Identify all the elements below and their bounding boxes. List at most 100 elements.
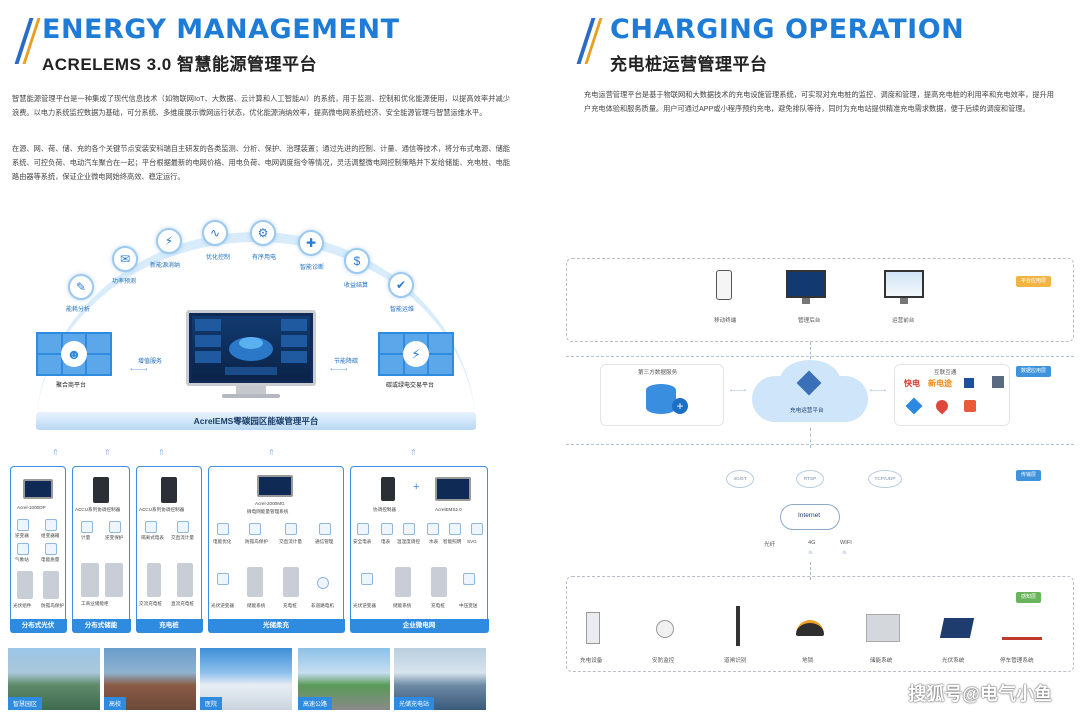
building-icon bbox=[992, 376, 1004, 388]
charger-icon bbox=[431, 567, 447, 597]
energy-saving-label: 节能降碳 bbox=[334, 359, 359, 365]
card-item-label: 智能照明 bbox=[443, 539, 462, 544]
layer-divider bbox=[566, 356, 1074, 357]
camera-icon bbox=[656, 620, 674, 638]
card-enterprise-microgrid: 协调控制器 + AcrelEMS2.0 安全电表 电表 温湿度调控 水表 智能照… bbox=[349, 466, 489, 633]
card-item-label: 通信管理 bbox=[315, 539, 334, 544]
card-item-label: Acrel-2000MG bbox=[255, 501, 285, 506]
admin-monitor-icon bbox=[786, 270, 826, 298]
charging-title-en: CHARGING OPERATION bbox=[610, 14, 965, 45]
storage-container-icon bbox=[866, 614, 900, 642]
ac-charger-icon bbox=[147, 563, 161, 597]
connector-line bbox=[810, 342, 811, 364]
device-screen bbox=[257, 475, 293, 497]
controller-device bbox=[381, 477, 395, 501]
photo-smart-park: 智慧园区 bbox=[8, 648, 100, 710]
meter-icon bbox=[381, 523, 393, 535]
charging-intro-paragraph: 充电运营管理平台是基于物联网和大数据技术的充电设施管理系统，可实现对充电桩的监控… bbox=[584, 90, 1054, 113]
card-item-label: 储能系统 bbox=[247, 603, 266, 608]
protocol-oval: 4G/5T bbox=[726, 470, 754, 488]
protocol-oval: TCP/UDP bbox=[868, 470, 902, 488]
photo-caption: 智慧园区 bbox=[8, 697, 43, 710]
motor-icon bbox=[317, 577, 329, 589]
card-item-label: 交直流计量 bbox=[171, 535, 194, 540]
card-item-label: 计量 bbox=[81, 535, 91, 540]
card-item-label: 非道路电机 bbox=[311, 603, 334, 608]
protection-icon bbox=[249, 523, 261, 535]
users-icon: ☻ bbox=[61, 341, 87, 367]
link-label: WIFI bbox=[840, 540, 852, 546]
bubble-label: 功率预测 bbox=[112, 279, 137, 285]
card-item-label: 交直流计量 bbox=[279, 539, 302, 544]
card-distributed-storage: ACCU系列协调控制器 计量 逆变保护 工商业储能柜 分布式储能 bbox=[71, 466, 131, 633]
dashboard-monitor bbox=[186, 310, 316, 386]
device-label: 充电设备 bbox=[580, 658, 603, 664]
link-label: 4G bbox=[808, 540, 816, 546]
interconnect-box bbox=[894, 364, 1010, 426]
power-icon bbox=[217, 523, 229, 535]
protocol-oval: RTSP bbox=[796, 470, 824, 488]
weather-icon bbox=[17, 543, 29, 555]
up-arrow-icon: ⇑ bbox=[410, 448, 417, 457]
card-item-label: ACCU系列协调控制器 bbox=[139, 507, 185, 512]
energy-intro-paragraph: 智慧能源管理平台是一种集成了现代信息技术（如物联网IoT、大数据、云计算和人工智… bbox=[12, 94, 510, 117]
link-label: 光纤 bbox=[764, 542, 776, 548]
card-item-label: 充电桩 bbox=[431, 603, 445, 608]
revenue-icon: $ bbox=[344, 248, 370, 274]
card-item-label: 光伏组件 bbox=[13, 603, 32, 608]
card-item-label: 光伏逆变器 bbox=[211, 603, 234, 608]
wifi-icon: ≋ bbox=[842, 550, 847, 556]
solar-panel-icon bbox=[939, 618, 975, 638]
photo-hospital: 医院 bbox=[200, 648, 292, 710]
card-footer: 光储柔充 bbox=[207, 618, 345, 633]
energy-title-cn: ACRELEMS 3.0 智慧能源管理平台 bbox=[42, 55, 317, 74]
dc-charger-icon bbox=[177, 563, 193, 597]
card-item-label: 电能优化 bbox=[213, 539, 232, 544]
energy-management-page: ENERGY MANAGEMENT ACRELEMS 3.0 智慧能源管理平台 … bbox=[8, 14, 510, 710]
card-item-label: 水表 bbox=[429, 539, 439, 544]
bubble-label: 优化控制 bbox=[206, 255, 231, 261]
bubble-label: 智能运维 bbox=[390, 307, 415, 313]
forecast-icon: ✉ bbox=[112, 246, 138, 272]
charger-icon bbox=[283, 567, 299, 597]
application-layer-tag: 平台应用层 bbox=[1016, 276, 1052, 287]
monitor-base bbox=[222, 394, 280, 398]
monitor-stand-icon bbox=[802, 298, 810, 304]
new-energy-icon: ⚡ bbox=[156, 228, 182, 254]
transformer-icon bbox=[463, 573, 475, 585]
parking-lock-icon bbox=[796, 620, 824, 636]
card-footer: 充电桩 bbox=[135, 618, 203, 633]
gear-icon: ⚙ bbox=[250, 220, 276, 246]
card-item-label: AcrelEMS2.0 bbox=[435, 507, 462, 512]
perception-layer-box bbox=[566, 576, 1074, 672]
card-item-label: 微电网能量管理系统 bbox=[247, 509, 289, 514]
third-party-box bbox=[600, 364, 724, 426]
device-label: 光伏系统 bbox=[942, 658, 965, 664]
card-footer: 分布式光伏 bbox=[9, 618, 67, 633]
plus-icon: + bbox=[413, 481, 420, 493]
device-label: 储能系统 bbox=[870, 658, 893, 664]
card-item-label: 中压变送 bbox=[459, 603, 478, 608]
brand-logo: 快电 bbox=[904, 379, 920, 388]
brand-logo-icon bbox=[964, 378, 974, 388]
bubble-label: 智能诊断 bbox=[300, 265, 325, 271]
protection-icon bbox=[109, 521, 121, 533]
photo-caption: 高速公路 bbox=[298, 697, 333, 710]
photo-caption: 高校 bbox=[104, 697, 127, 710]
device-label: 地锁 bbox=[802, 658, 814, 664]
internet-label: Internet bbox=[798, 512, 821, 519]
interconnect-label: 互联互通 bbox=[934, 370, 957, 376]
card-item-label: ACCU系列协调控制器 bbox=[75, 507, 121, 512]
card-item-label: 交流充电桩 bbox=[139, 601, 162, 606]
right-arrow-icon: ⟵⟶ bbox=[870, 388, 887, 394]
power-quality-icon bbox=[45, 543, 57, 555]
device-screen bbox=[435, 477, 471, 501]
up-arrow-icon: ⇑ bbox=[158, 448, 165, 457]
charging-operation-page: CHARGING OPERATION 充电桩运营管理平台 充电运营管理平台是基于… bbox=[540, 0, 1080, 716]
photo-caption: 医院 bbox=[200, 697, 223, 710]
energy-title-en: ENERGY MANAGEMENT bbox=[42, 14, 400, 45]
dashboard-screen-graphic bbox=[195, 319, 307, 375]
database-icon bbox=[646, 384, 676, 414]
card-item-label: 气象站 bbox=[15, 557, 29, 562]
bubble-label: 新能源消纳 bbox=[150, 263, 181, 269]
